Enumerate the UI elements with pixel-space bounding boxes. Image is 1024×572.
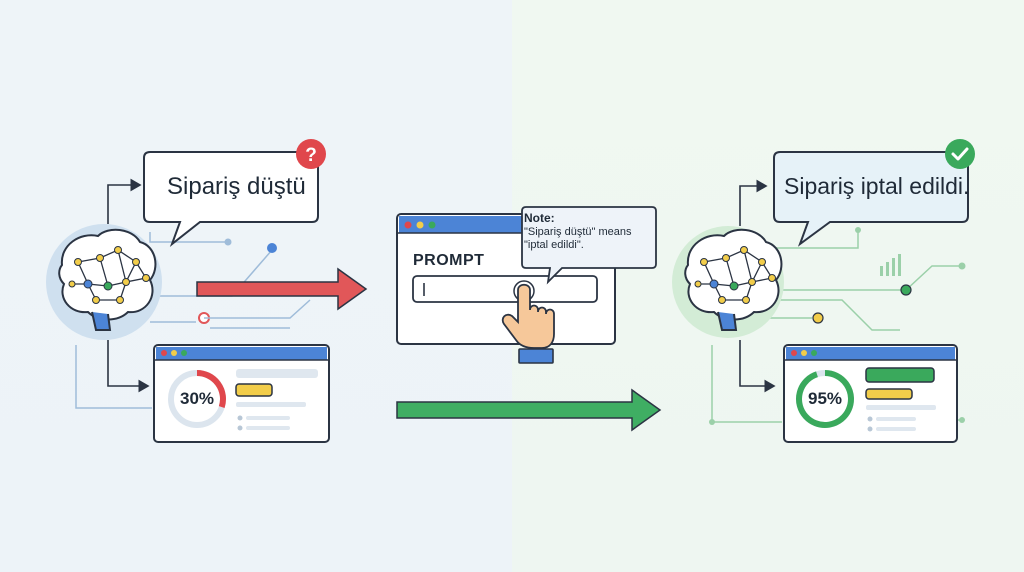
- after-dashboard-window: [783, 344, 958, 443]
- brain-icon: [46, 224, 162, 340]
- before-bubble-text: Sipariş düştü: [167, 173, 306, 200]
- after-flow-arrows: [739, 179, 776, 393]
- svg-text:?: ?: [305, 145, 317, 166]
- green-arrow: [396, 388, 662, 432]
- before-gauge-label: 30%: [179, 389, 215, 408]
- note-title: Note:: [524, 211, 555, 225]
- prompt-label: PROMPT: [413, 252, 485, 269]
- after-bubble-text: Sipariş iptal edildi.: [784, 173, 970, 199]
- brain-icon-after: [672, 226, 784, 338]
- note-line-1: "Sipariş düştü" means: [524, 226, 632, 238]
- question-icon: ?: [296, 139, 326, 169]
- before-dashboard-window: [153, 344, 330, 443]
- mini-bar-chart-icon: [880, 254, 901, 276]
- red-arrow: [196, 267, 368, 311]
- prompt-input[interactable]: [412, 275, 598, 303]
- before-flow-arrows: [107, 178, 150, 393]
- note-line-2: "iptal edildi".: [524, 239, 584, 251]
- pointer-hand-icon: [501, 280, 555, 364]
- after-gauge-label: 95%: [807, 389, 843, 408]
- note-bubble: [521, 206, 657, 285]
- before-gauge: [168, 370, 226, 428]
- check-icon: [945, 139, 975, 169]
- before-connector-lines: [75, 232, 311, 409]
- after-gauge: [796, 370, 854, 428]
- note-text: Note: "Sipariş düştü" means "iptal edild…: [524, 212, 654, 252]
